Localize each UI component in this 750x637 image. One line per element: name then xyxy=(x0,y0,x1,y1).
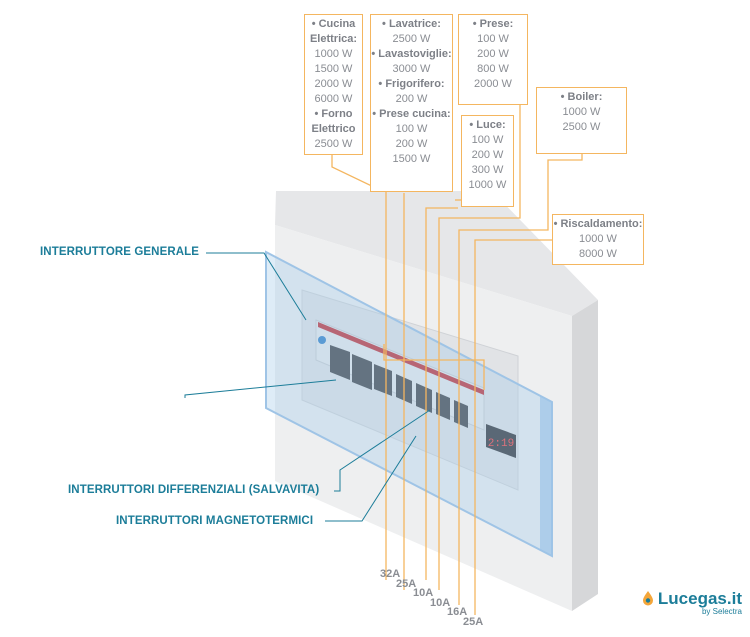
label-interruttori-magnetotermici: INTERRUTTORI MAGNETOTERMICI xyxy=(116,515,314,527)
load-box-value: 8000 W xyxy=(579,248,617,260)
load-box-heading: • Cucina xyxy=(311,18,356,30)
panel-top-face xyxy=(275,191,598,316)
breaker-switch xyxy=(454,400,468,428)
breaker-switch xyxy=(374,364,392,396)
load-box-heading: • Lavatrice: xyxy=(382,18,441,30)
display-readout: 2:19 xyxy=(488,438,514,450)
logo: Lucegas.it by Selectra xyxy=(640,588,742,616)
load-box-luce: • Luce: 100 W 200 W 300 W 1000 W xyxy=(461,115,514,207)
logo-brand: Lucegas.it xyxy=(657,589,742,608)
load-box-value: 800 W xyxy=(477,63,509,75)
load-box-boiler: • Boiler: 1000 W 2500 W xyxy=(536,87,627,154)
load-box-value: 200 W xyxy=(477,48,509,60)
load-box-value: 2000 W xyxy=(474,78,512,90)
breaker-row xyxy=(318,322,484,428)
load-box-heading: Elettrica: xyxy=(309,33,358,45)
load-box-prese: • Prese: 100 W 200 W 800 W 2000 W xyxy=(458,14,528,105)
load-box-heading: • Prese cucina: xyxy=(372,108,451,120)
load-box-value: 1000 W xyxy=(468,179,507,191)
label-interruttore-generale: INTERRUTTORE GENERALE xyxy=(40,246,200,258)
load-box-value: 2500 W xyxy=(392,33,431,45)
amperage-label: 32A xyxy=(380,568,401,580)
load-box-value: 1500 W xyxy=(392,153,431,165)
digital-display xyxy=(486,424,516,458)
load-box-value: 200 W xyxy=(395,138,428,150)
panel-side-face xyxy=(572,300,598,611)
load-box-heading: • Boiler: xyxy=(560,91,603,103)
label-interruttori-differenziali: INTERRUTTORI DIFFERENZIALI (SALVAVITA) xyxy=(68,484,320,496)
load-box-heading: • Forno xyxy=(314,108,353,120)
main-switch-knob xyxy=(318,336,326,344)
load-box-value: 1000 W xyxy=(579,233,617,245)
amperage-label: 10A xyxy=(413,587,434,599)
breaker-switch xyxy=(352,354,372,390)
load-box-heading: • Frigorifero: xyxy=(378,78,445,90)
load-box-value: 6000 W xyxy=(314,93,353,105)
load-box-heading: • Luce: xyxy=(469,119,506,131)
flame-bulb-icon xyxy=(642,591,653,606)
load-box-value: 100 W xyxy=(477,33,509,45)
load-box-riscaldamento: • Riscaldamento: 1000 W 8000 W xyxy=(552,214,644,265)
load-box-value: 100 W xyxy=(471,134,504,146)
load-box-value: 200 W xyxy=(395,93,428,105)
amperage-label: 25A xyxy=(463,616,484,628)
amperage-label: 16A xyxy=(447,606,468,618)
load-box-value: 100 W xyxy=(395,123,428,135)
load-box-value: 2000 W xyxy=(314,78,353,90)
load-box-value: 3000 W xyxy=(392,63,431,75)
callout-lines xyxy=(184,252,431,522)
load-box-heading: • Lavastoviglie: xyxy=(371,48,452,60)
load-box-value: 1000 W xyxy=(562,106,601,118)
breaker-switch xyxy=(330,345,350,380)
load-box-value: 200 W xyxy=(471,149,504,161)
amperage-label: 25A xyxy=(396,578,417,590)
load-box-value: 2500 W xyxy=(562,121,601,133)
amperage-label: 10A xyxy=(430,597,451,609)
load-box-value: 1000 W xyxy=(314,48,353,60)
load-box-lavatrice: • Lavatrice: 2500 W • Lavastoviglie: 3000 W… xyxy=(370,14,453,192)
load-box-value: 1500 W xyxy=(314,63,353,75)
logo-byline: by Selectra xyxy=(701,607,742,616)
breaker-red-strip xyxy=(318,322,484,395)
load-box-heading: Elettrico xyxy=(311,123,356,135)
load-box-heading: • Prese: xyxy=(472,18,514,30)
load-box-value: 2500 W xyxy=(314,138,353,150)
glass-door-edge xyxy=(540,396,552,556)
load-box-value: 300 W xyxy=(471,164,504,176)
breaker-switch xyxy=(416,383,432,413)
load-box-heading: • Riscaldamento: xyxy=(553,218,643,230)
